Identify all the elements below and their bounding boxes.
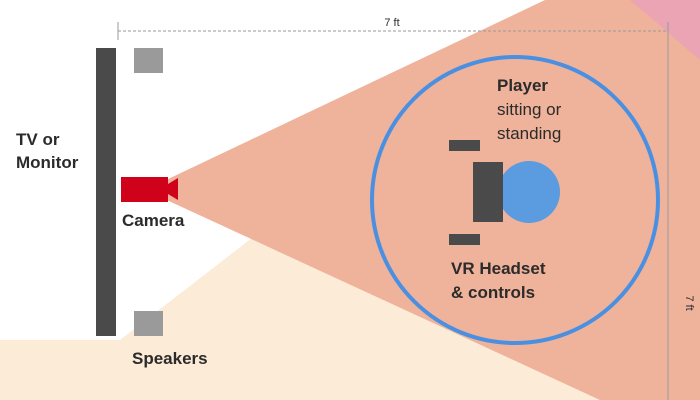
depth-label: 7 ft [683,295,695,310]
speakers-label: Speakers [132,349,208,368]
player-zone-circle [370,55,660,345]
tv-label-line1: TV or [16,130,60,149]
camera-label: Camera [122,211,185,230]
headset-label-line2: & controls [451,283,535,302]
speaker-icon [134,48,163,73]
controller-icon [449,140,480,151]
vr-headset [473,162,503,222]
player-head-icon [498,161,560,223]
corner-area [630,0,700,60]
player-title: Player [497,76,548,95]
width-label: 7 ft [384,17,399,29]
controller-icon [449,234,480,245]
play-area [145,0,700,400]
speaker-icon [134,311,163,336]
player-line1: sitting or [497,100,562,119]
player-line2: standing [497,124,561,143]
width-dimension: 7 ft [117,17,669,400]
video-camera-icon [121,177,178,202]
tv-monitor [96,48,116,336]
tv-label-line2: Monitor [16,153,79,172]
headset-label-line1: VR Headset [451,259,546,278]
